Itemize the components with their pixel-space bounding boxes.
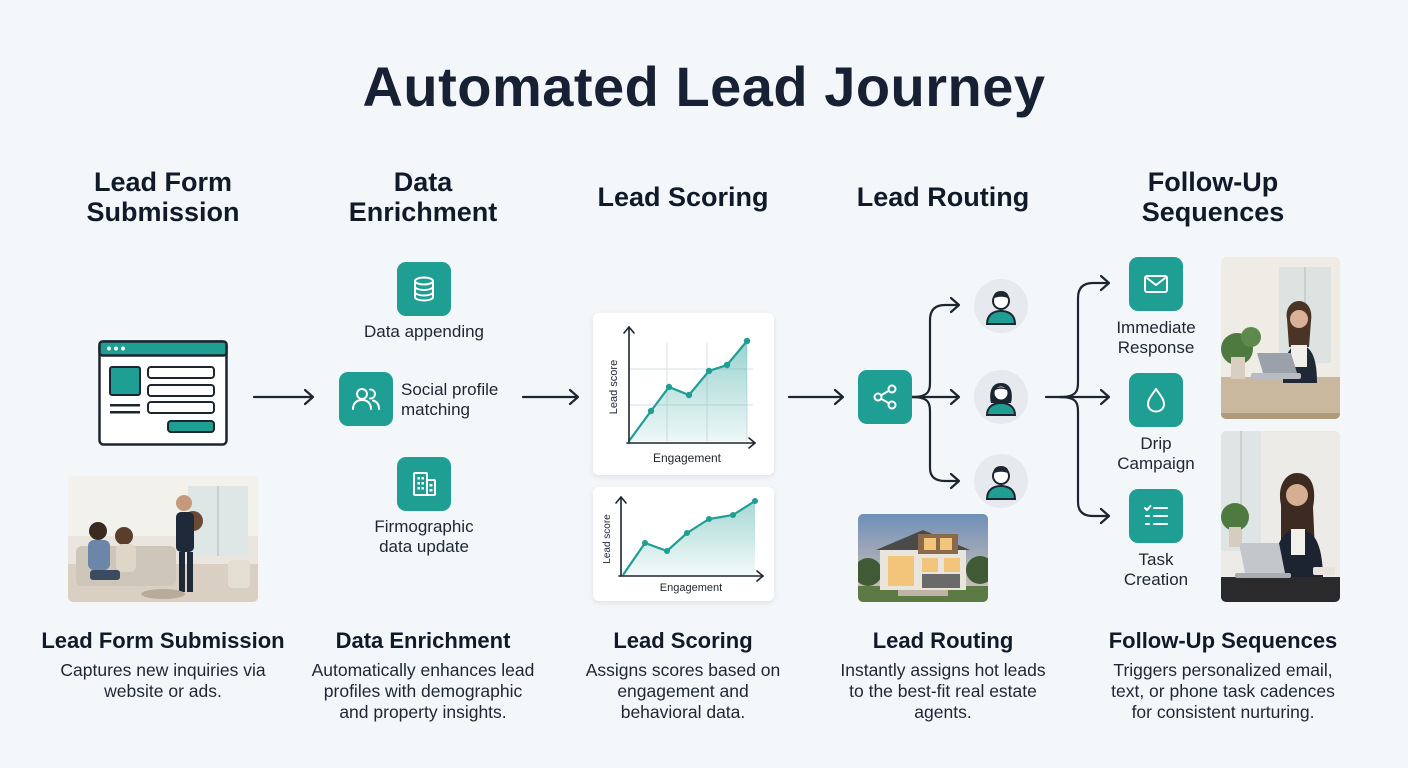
column-description: Instantly assigns hot leads to the best-… — [813, 660, 1073, 723]
label-line: Response — [1117, 338, 1195, 357]
stage-heading-follow-up: Follow-Up Sequences — [1113, 167, 1313, 227]
lead-score-chart-secondary: Engagement Lead score — [602, 495, 765, 594]
chart-ylabel: Lead score — [602, 514, 613, 564]
desc-line: engagement and — [617, 681, 749, 701]
followup-item-label: Drip Campaign — [1096, 434, 1216, 474]
column-follow-up: Follow-Up Sequences Triggers personalize… — [1083, 628, 1363, 723]
column-lead-routing: Lead Routing Instantly assigns hot leads… — [813, 628, 1073, 723]
label-line: Creation — [1123, 570, 1189, 589]
enrichment-item-label: Data appending — [363, 322, 485, 341]
stage-heading-lead-routing: Lead Routing — [843, 182, 1043, 212]
web-form-icon — [98, 340, 228, 446]
desc-line: website or ads. — [104, 681, 222, 701]
label-line: Task — [1138, 550, 1174, 569]
desc-line: Instantly assigns hot leads — [840, 660, 1046, 680]
stage-heading-line: Follow-Up — [1147, 167, 1279, 197]
column-title: Follow-Up Sequences — [1108, 628, 1338, 653]
meeting-photo — [68, 476, 258, 602]
stage-heading-line: Enrichment — [348, 197, 498, 227]
building-icon — [397, 457, 451, 511]
desc-line: Captures new inquiries via — [60, 660, 266, 680]
column-title: Lead Scoring — [613, 628, 753, 653]
stage-heading-line: Submission — [86, 197, 240, 227]
stage-heading-line: Lead Routing — [856, 182, 1030, 212]
share-nodes-icon — [858, 370, 912, 424]
enrichment-item-label: Firmographic data update — [343, 517, 505, 557]
label-line: data update — [379, 537, 469, 556]
woman-working-photo — [1221, 431, 1340, 602]
chart-xlabel: Engagement — [660, 582, 722, 594]
stage-heading-line: Lead Scoring — [597, 182, 769, 212]
desc-line: Triggers personalized email, — [1113, 660, 1333, 680]
desc-line: for consistent nurturing. — [1131, 702, 1315, 722]
agent-avatar-male-icon — [974, 454, 1028, 508]
desc-line: behavioral data. — [620, 702, 746, 722]
column-title: Lead Routing — [872, 628, 1014, 653]
stage-heading-line: Sequences — [1141, 197, 1285, 227]
drop-icon — [1129, 373, 1183, 427]
desc-line: Assigns scores based on — [585, 660, 781, 680]
column-description: Captures new inquiries via website or ad… — [33, 660, 293, 702]
chart-xlabel: Engagement — [653, 451, 722, 465]
desc-line: profiles with demographic — [323, 681, 523, 701]
column-description: Assigns scores based on engagement and b… — [553, 660, 813, 723]
column-description: Triggers personalized email, text, or ph… — [1083, 660, 1363, 723]
agent-avatar-female-icon — [974, 370, 1028, 424]
column-data-enrichment: Data Enrichment Automatically enhances l… — [293, 628, 553, 723]
desc-line: and property insights. — [339, 702, 507, 722]
desc-line: text, or phone task cadences — [1111, 681, 1335, 701]
woman-laptop-photo — [1221, 257, 1340, 419]
users-icon — [339, 372, 393, 426]
column-description: Automatically enhances lead profiles wit… — [293, 660, 553, 723]
lead-score-chart-card: Engagement Lead score — [593, 313, 774, 475]
house-photo — [858, 514, 988, 602]
desc-line: Automatically enhances lead — [311, 660, 535, 680]
label-line: Drip — [1140, 434, 1172, 453]
column-title: Data Enrichment — [335, 628, 511, 653]
stage-heading-data-enrichment: Data Enrichment — [323, 167, 523, 227]
agent-avatar-male-icon — [974, 279, 1028, 333]
checklist-icon — [1129, 489, 1183, 543]
stage-heading-lead-form: Lead Form Submission — [63, 167, 263, 227]
followup-item-label: Immediate Response — [1096, 318, 1216, 358]
desc-line: agents. — [914, 702, 972, 722]
column-title: Lead Form Submission — [41, 628, 285, 653]
stage-heading-line: Data — [393, 167, 453, 197]
chart-ylabel: Lead score — [608, 360, 620, 414]
lead-score-chart-card-secondary: Engagement Lead score — [593, 487, 774, 601]
column-lead-scoring: Lead Scoring Assigns scores based on eng… — [553, 628, 813, 723]
page-title: Automated Lead Journey — [362, 55, 1046, 118]
stage-heading-line: Lead Form — [93, 167, 233, 197]
label-line: Campaign — [1117, 454, 1195, 473]
followup-item-label: Task Creation — [1096, 550, 1216, 590]
database-icon — [397, 262, 451, 316]
column-lead-form: Lead Form Submission Captures new inquir… — [33, 628, 293, 702]
enrichment-item-label: Social profile matching — [401, 380, 531, 420]
lead-score-chart: Engagement Lead score — [608, 325, 757, 465]
label-line: Firmographic — [374, 517, 474, 536]
label-line: Social profile — [401, 380, 499, 399]
mail-icon — [1129, 257, 1183, 311]
label-line: matching — [401, 400, 470, 419]
stage-heading-lead-scoring: Lead Scoring — [583, 182, 783, 212]
label-line: Immediate — [1116, 318, 1196, 337]
desc-line: to the best-fit real estate — [849, 681, 1037, 701]
